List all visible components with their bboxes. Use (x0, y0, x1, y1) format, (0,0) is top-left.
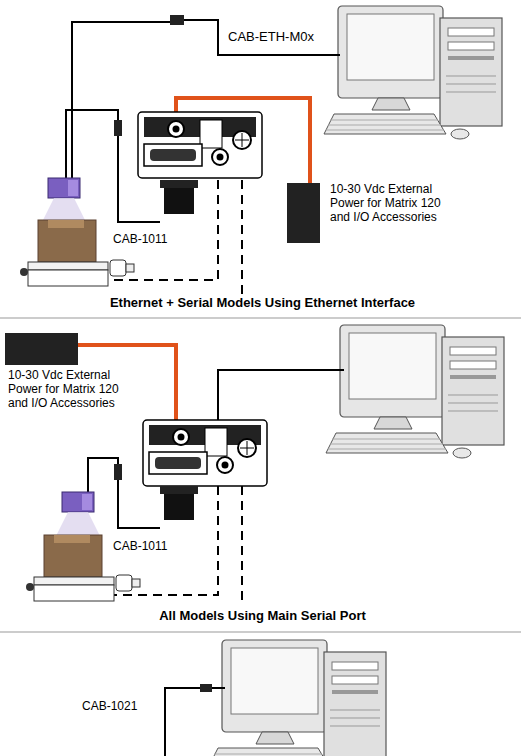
section-title: All Models Using Main Serial Port (2, 609, 521, 624)
power-note: 10-30 Vdc External Power for Matrix 120 … (330, 183, 448, 224)
power-note: 10-30 Vdc External Power for Matrix 120 … (8, 369, 126, 410)
section-title: Ethernet + Serial Models Using Ethernet … (2, 296, 521, 311)
cable-label: CAB-1011 (113, 233, 167, 247)
cable-label: CAB-1011 (113, 540, 167, 554)
cable-label: CAB-ETH-M0x (228, 30, 314, 45)
cable-label: CAB-1021 (82, 700, 137, 714)
